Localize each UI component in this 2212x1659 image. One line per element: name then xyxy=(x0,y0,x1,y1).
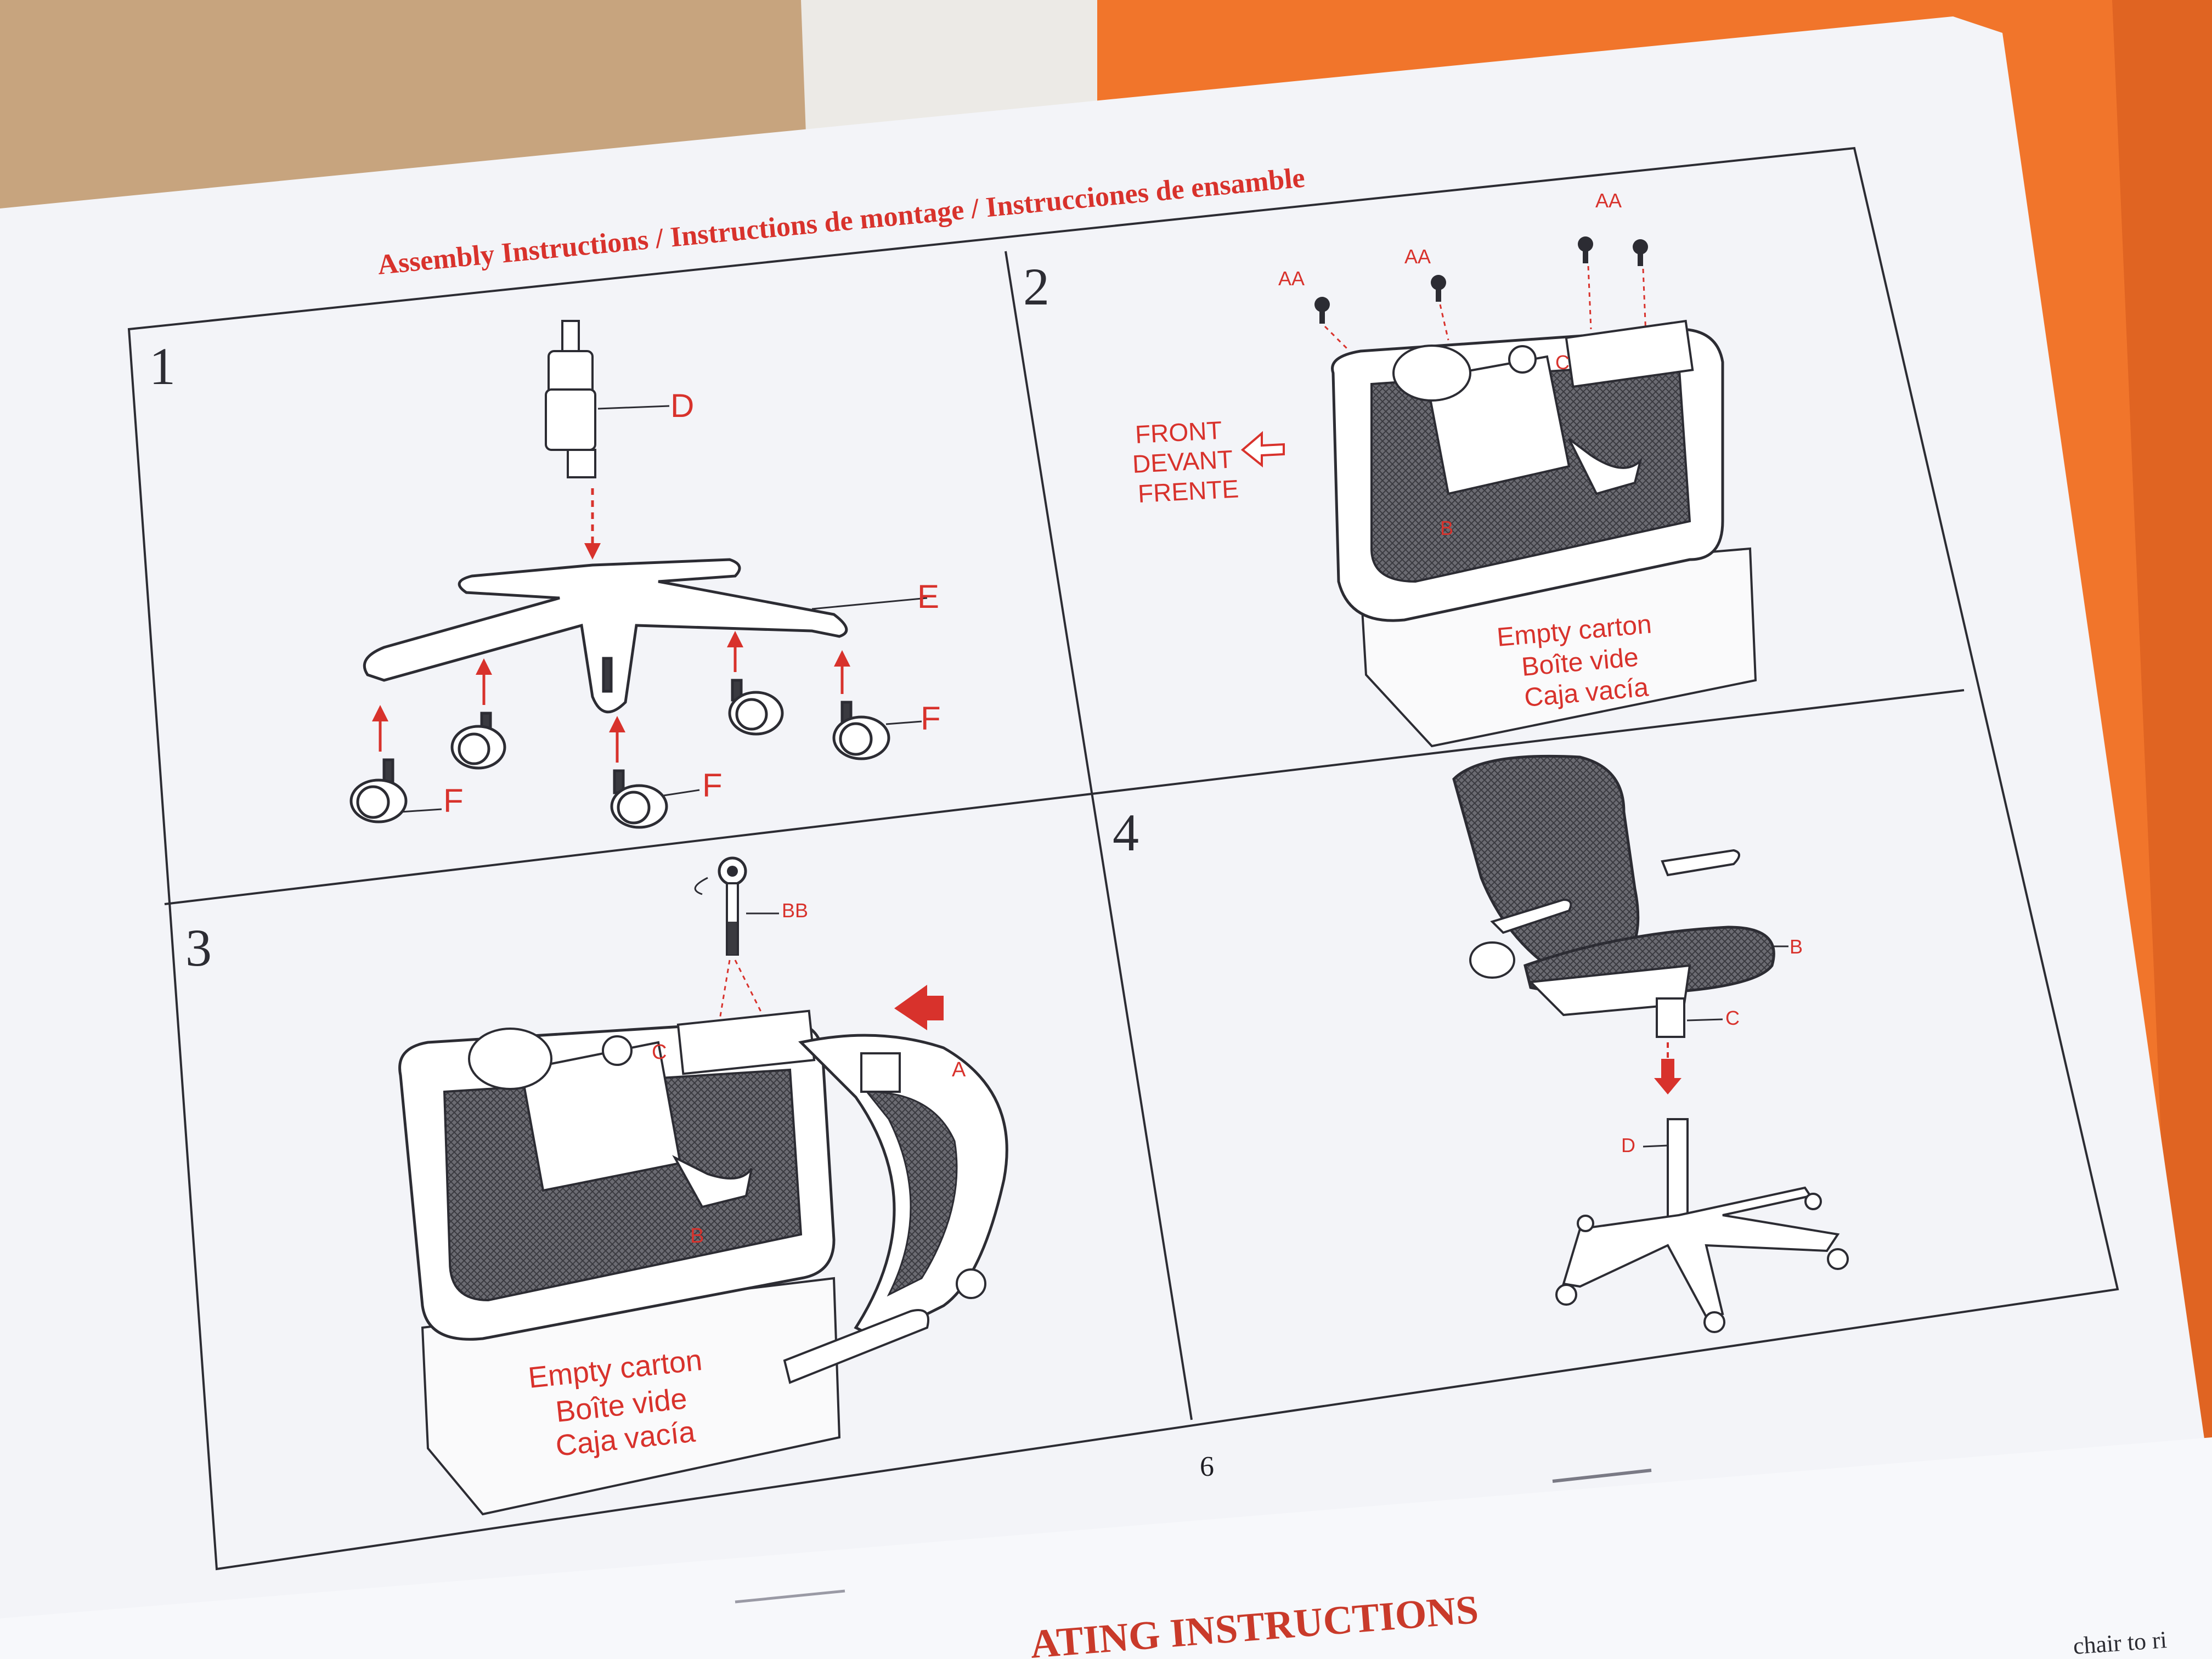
caster-left xyxy=(349,758,408,823)
label-cylinder: D xyxy=(1621,1134,1635,1156)
panel-step-1 xyxy=(349,320,928,829)
label-backrest: A xyxy=(952,1058,966,1081)
label-mechanism: C xyxy=(652,1041,667,1064)
label-screw-2: AA xyxy=(1404,245,1431,268)
vertical-divider xyxy=(1005,251,1193,1420)
page-number: 6 xyxy=(1200,1451,1214,1482)
fold-mark xyxy=(735,1589,845,1604)
caster-second xyxy=(450,712,506,770)
label-seat: B xyxy=(690,1224,704,1248)
label-mechanism: C xyxy=(1725,1007,1740,1029)
caster-fourth xyxy=(728,679,784,736)
label-caster-center: F xyxy=(702,767,723,804)
panel-grid xyxy=(127,146,2119,1571)
chair-base xyxy=(363,558,848,714)
seat-upside-down xyxy=(398,1009,836,1341)
caster-center xyxy=(610,769,668,829)
outer-frame xyxy=(127,146,2119,1571)
panel-step-4 xyxy=(1452,754,1849,1333)
caster-right xyxy=(832,701,890,760)
label-base: E xyxy=(917,578,939,615)
knob xyxy=(1469,941,1515,979)
screw-guides xyxy=(1324,266,1647,352)
casters xyxy=(349,679,890,829)
fold-mark xyxy=(1552,1469,1652,1483)
push-arrow-icon xyxy=(894,985,944,1030)
armrest xyxy=(1490,898,1572,934)
chair-mechanism xyxy=(1656,997,1685,1038)
bolt-guides xyxy=(718,960,769,1026)
label-bolt: BB xyxy=(782,899,808,922)
label-cylinder: D xyxy=(670,387,694,424)
backrest xyxy=(783,1034,1008,1384)
seat-upside-down xyxy=(1331,319,1724,622)
sheet-lower-page xyxy=(0,1437,2212,1659)
label-caster-right: F xyxy=(921,700,941,737)
front-arrow-icon xyxy=(1240,431,1285,468)
panel-step-3 xyxy=(398,856,1008,1516)
leader-line xyxy=(597,405,670,410)
armrest xyxy=(783,1309,929,1384)
leader-lines xyxy=(400,720,922,813)
orange-shadow xyxy=(2112,0,2212,1659)
screw xyxy=(1578,236,1593,263)
label-seat: B xyxy=(1440,517,1453,539)
horizontal-divider xyxy=(164,689,1965,905)
direction-frente: FRENTE xyxy=(1137,474,1239,508)
label-caster-left: F xyxy=(443,782,464,819)
step-number-1: 1 xyxy=(149,337,176,396)
edge-text-fragment: chair to ri xyxy=(2072,1626,2168,1659)
label-mechanism: C xyxy=(1555,351,1570,374)
direction-devant: DEVANT xyxy=(1132,444,1234,478)
screw xyxy=(1314,297,1330,324)
direction-front: FRONT xyxy=(1135,416,1223,449)
leader-line xyxy=(811,597,928,610)
gas-cylinder xyxy=(545,320,596,478)
seat-mechanism xyxy=(468,1009,816,1209)
warning-tag-icon xyxy=(860,1052,901,1093)
label-screw-1: AA xyxy=(1278,267,1305,290)
label-seat: B xyxy=(1790,935,1803,958)
down-arrow-icon xyxy=(1654,1059,1681,1094)
step-number-3: 3 xyxy=(185,918,212,977)
caster-arrows xyxy=(372,631,850,763)
armrest xyxy=(1661,849,1740,877)
step-number-4: 4 xyxy=(1113,803,1139,862)
seat-mechanism xyxy=(1392,319,1694,495)
leader-lines xyxy=(1643,945,1788,1148)
step-number-2: 2 xyxy=(1023,257,1049,316)
screw xyxy=(1633,239,1648,266)
empty-carton xyxy=(421,1277,841,1516)
rotate-icon xyxy=(694,877,708,895)
chair-backrest xyxy=(1452,754,1640,967)
bolt xyxy=(718,856,747,956)
screws xyxy=(1314,236,1648,324)
assembled-base xyxy=(1555,1118,1849,1333)
label-screw-3: AA xyxy=(1595,189,1622,212)
screw xyxy=(1431,275,1446,302)
assembled-chair-top xyxy=(1452,754,1775,1038)
panel-step-2 xyxy=(1240,236,1757,748)
